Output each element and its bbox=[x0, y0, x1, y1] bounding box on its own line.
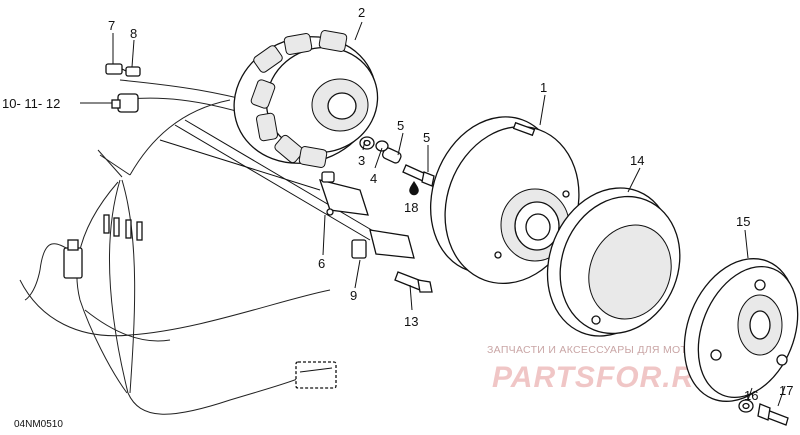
label-15: 15 bbox=[736, 214, 750, 229]
bolt-13 bbox=[394, 271, 433, 293]
sensor-10-11-12 bbox=[111, 93, 139, 113]
label-18: 18 bbox=[404, 200, 418, 215]
label-10-11-12: 10- 11- 12 bbox=[2, 96, 60, 111]
label-3: 3 bbox=[358, 153, 365, 168]
label-5a: 5 bbox=[397, 118, 404, 133]
watermark-logo: PARTSFOR.RU bbox=[492, 361, 717, 394]
washer-5 bbox=[375, 140, 389, 152]
wire-harness bbox=[19, 79, 337, 415]
pickup-coil-6 bbox=[319, 171, 369, 216]
part-labels: 7 8 10- 11- 12 2 1 14 15 3 4 5 5 18 6 9 … bbox=[2, 5, 793, 430]
stator-2 bbox=[233, 30, 379, 168]
rotor-cover-14 bbox=[546, 187, 681, 337]
label-5b: 5 bbox=[423, 130, 430, 145]
label-4: 4 bbox=[370, 171, 377, 186]
diagram-code: 04NM0510 bbox=[14, 419, 63, 430]
connector-7-8 bbox=[105, 63, 141, 77]
label-8: 8 bbox=[130, 26, 137, 41]
washer-3 bbox=[359, 136, 375, 150]
label-14: 14 bbox=[630, 153, 644, 168]
starter-ring-15 bbox=[683, 258, 799, 402]
collar-4 bbox=[381, 147, 402, 164]
watermark-text: ЗАПЧАСТИ И АКСЕССУАРЫ ДЛЯ МОТОТЕХНИКИ bbox=[487, 344, 747, 356]
bracket-rods bbox=[159, 119, 376, 241]
label-13: 13 bbox=[404, 314, 418, 329]
label-17: 17 bbox=[779, 383, 793, 398]
label-6: 6 bbox=[318, 256, 325, 271]
label-7: 7 bbox=[108, 18, 115, 33]
label-2: 2 bbox=[358, 5, 365, 20]
bolt-5 bbox=[402, 164, 435, 187]
leader-lines bbox=[80, 21, 786, 407]
oil-drop-18-icon bbox=[409, 181, 419, 196]
washer-16 bbox=[738, 399, 754, 413]
label-9: 9 bbox=[350, 288, 357, 303]
label-1: 1 bbox=[540, 80, 547, 95]
flywheel-1 bbox=[429, 116, 580, 285]
coil-9 bbox=[351, 229, 415, 259]
bolt-17 bbox=[757, 403, 789, 426]
watermark: ЗАПЧАСТИ И АКСЕССУАРЫ ДЛЯ МОТОТЕХНИКИ PA… bbox=[487, 344, 747, 394]
label-16: 16 bbox=[744, 388, 758, 403]
